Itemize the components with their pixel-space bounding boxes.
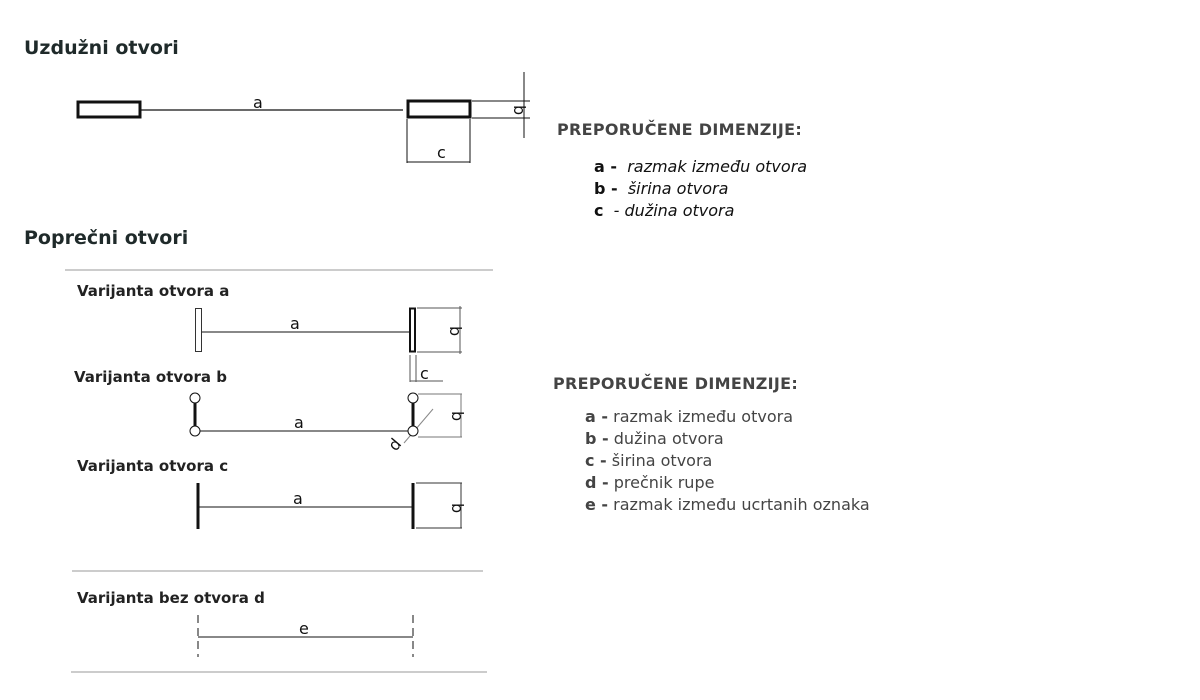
slot-left [76, 100, 142, 119]
legend-item: e - razmak između ucrtanih oznaka [585, 495, 870, 514]
variant-b-diagram: a b d [189, 392, 467, 455]
label-a: a [294, 413, 304, 432]
variant-b-title: Varijanta otvora b [74, 368, 227, 386]
slot-right [406, 99, 472, 119]
variant-d-title: Varijanta bez otvora d [77, 589, 265, 607]
variant-d-diagram: e [197, 615, 414, 657]
variant-a-diagram: a b c [195, 306, 465, 383]
label-a: a [290, 314, 300, 333]
label-b: b [446, 326, 465, 336]
legend-item: a - razmak između otvora [594, 157, 808, 176]
recommended-heading-1: PREPORUČENE DIMENZIJE: [557, 120, 803, 139]
section-title-longitudinal: Uzdužni otvori [24, 37, 179, 59]
label-c: c [437, 143, 446, 162]
recommended-heading-2: PREPORUČENE DIMENZIJE: [553, 374, 799, 393]
label-c: c [420, 364, 429, 383]
variant-a-title: Varijanta otvora a [77, 282, 229, 300]
legend-item: a - razmak između otvora [585, 407, 793, 426]
legend-item: b - dužina otvora [585, 429, 724, 448]
variant-c-diagram: a b [196, 482, 467, 529]
label-a: a [293, 489, 303, 508]
label-a: a [253, 93, 263, 112]
section-title-transverse: Poprečni otvori [24, 227, 189, 249]
label-b: b [448, 503, 467, 513]
label-d: d [384, 435, 405, 455]
legend-item: d - prečnik rupe [585, 473, 715, 492]
label-b: b [510, 105, 529, 115]
legend-item: c - dužina otvora [594, 201, 735, 220]
legend-item: c - širina otvora [585, 451, 713, 470]
legend-item: b - širina otvora [594, 179, 729, 198]
longitudinal-diagram: a b c [76, 72, 530, 163]
label-e: e [299, 619, 309, 638]
label-b: b [448, 411, 467, 421]
variant-c-title: Varijanta otvora c [77, 457, 228, 475]
